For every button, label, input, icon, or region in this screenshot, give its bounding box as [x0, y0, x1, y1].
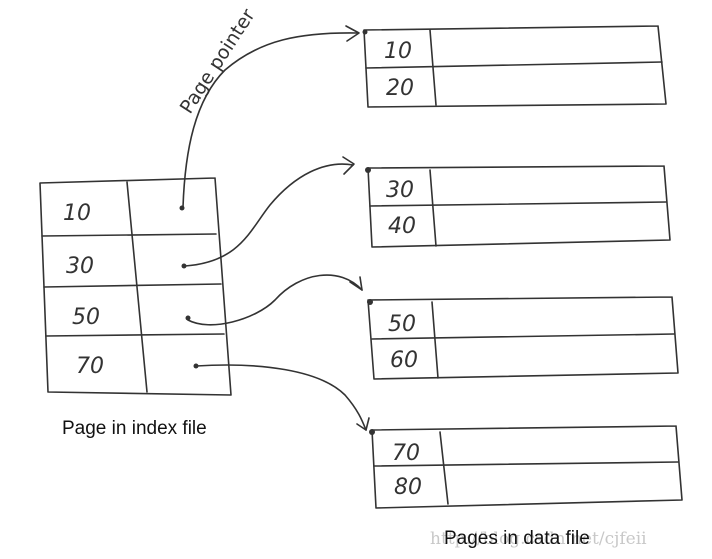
index-key: 70 — [76, 354, 104, 379]
index-page: 10 30 50 70 — [39, 177, 232, 396]
data-page-row-divider — [373, 461, 679, 467]
data-key: 60 — [390, 348, 418, 373]
data-page-column-divider — [439, 431, 449, 505]
index-page-caption: Page in index file — [62, 418, 207, 439]
page-pointer-label: Page pointer — [176, 5, 260, 118]
data-page-row-divider — [371, 333, 675, 340]
index-row-divider — [43, 283, 222, 288]
data-page-column-divider — [431, 301, 439, 379]
data-page: 70 80 — [369, 425, 683, 509]
data-page-outline — [371, 425, 683, 509]
data-key: 40 — [388, 214, 416, 239]
data-key: 50 — [388, 312, 416, 337]
pointer-arrow — [182, 32, 359, 208]
arrow-head — [342, 156, 355, 175]
data-key: 20 — [386, 76, 414, 101]
pointer-dot — [185, 315, 191, 321]
index-key: 50 — [72, 305, 100, 330]
page-anchor-dot — [367, 299, 373, 305]
index-row-divider — [41, 233, 217, 237]
index-row-divider — [45, 333, 225, 337]
arrow-head — [349, 276, 363, 291]
data-key: 10 — [384, 39, 412, 64]
page-anchor-dot — [369, 429, 375, 435]
data-page-outline — [367, 296, 679, 380]
data-page: 10 20 — [362, 25, 667, 108]
data-page-row-divider — [365, 61, 663, 69]
page-anchor-dot — [365, 167, 371, 173]
data-page-column-divider — [429, 29, 437, 106]
data-page-column-divider — [429, 169, 437, 247]
page-anchor-dot — [362, 29, 368, 35]
data-key: 70 — [392, 441, 420, 466]
pointer-arrows — [182, 25, 370, 431]
index-column-divider — [126, 181, 148, 393]
pointer-arrow — [187, 274, 363, 326]
data-page-row-divider — [369, 201, 667, 207]
arrow-head — [345, 25, 360, 42]
data-page: 30 40 — [365, 165, 671, 248]
arrow-head — [356, 417, 370, 431]
pointer-dot — [181, 263, 187, 269]
index-key: 30 — [66, 254, 94, 279]
data-key: 80 — [394, 475, 422, 500]
watermark: http://blog.csdn.net/cjfeii — [430, 529, 647, 549]
index-key: 10 — [63, 201, 91, 226]
data-pages-caption: Pages in data file — [444, 528, 590, 549]
pointer-arrow — [184, 163, 354, 267]
pointer-arrow — [195, 364, 367, 431]
data-key: 30 — [386, 178, 414, 203]
data-page: 50 60 — [367, 296, 679, 380]
data-page-outline — [367, 165, 671, 248]
